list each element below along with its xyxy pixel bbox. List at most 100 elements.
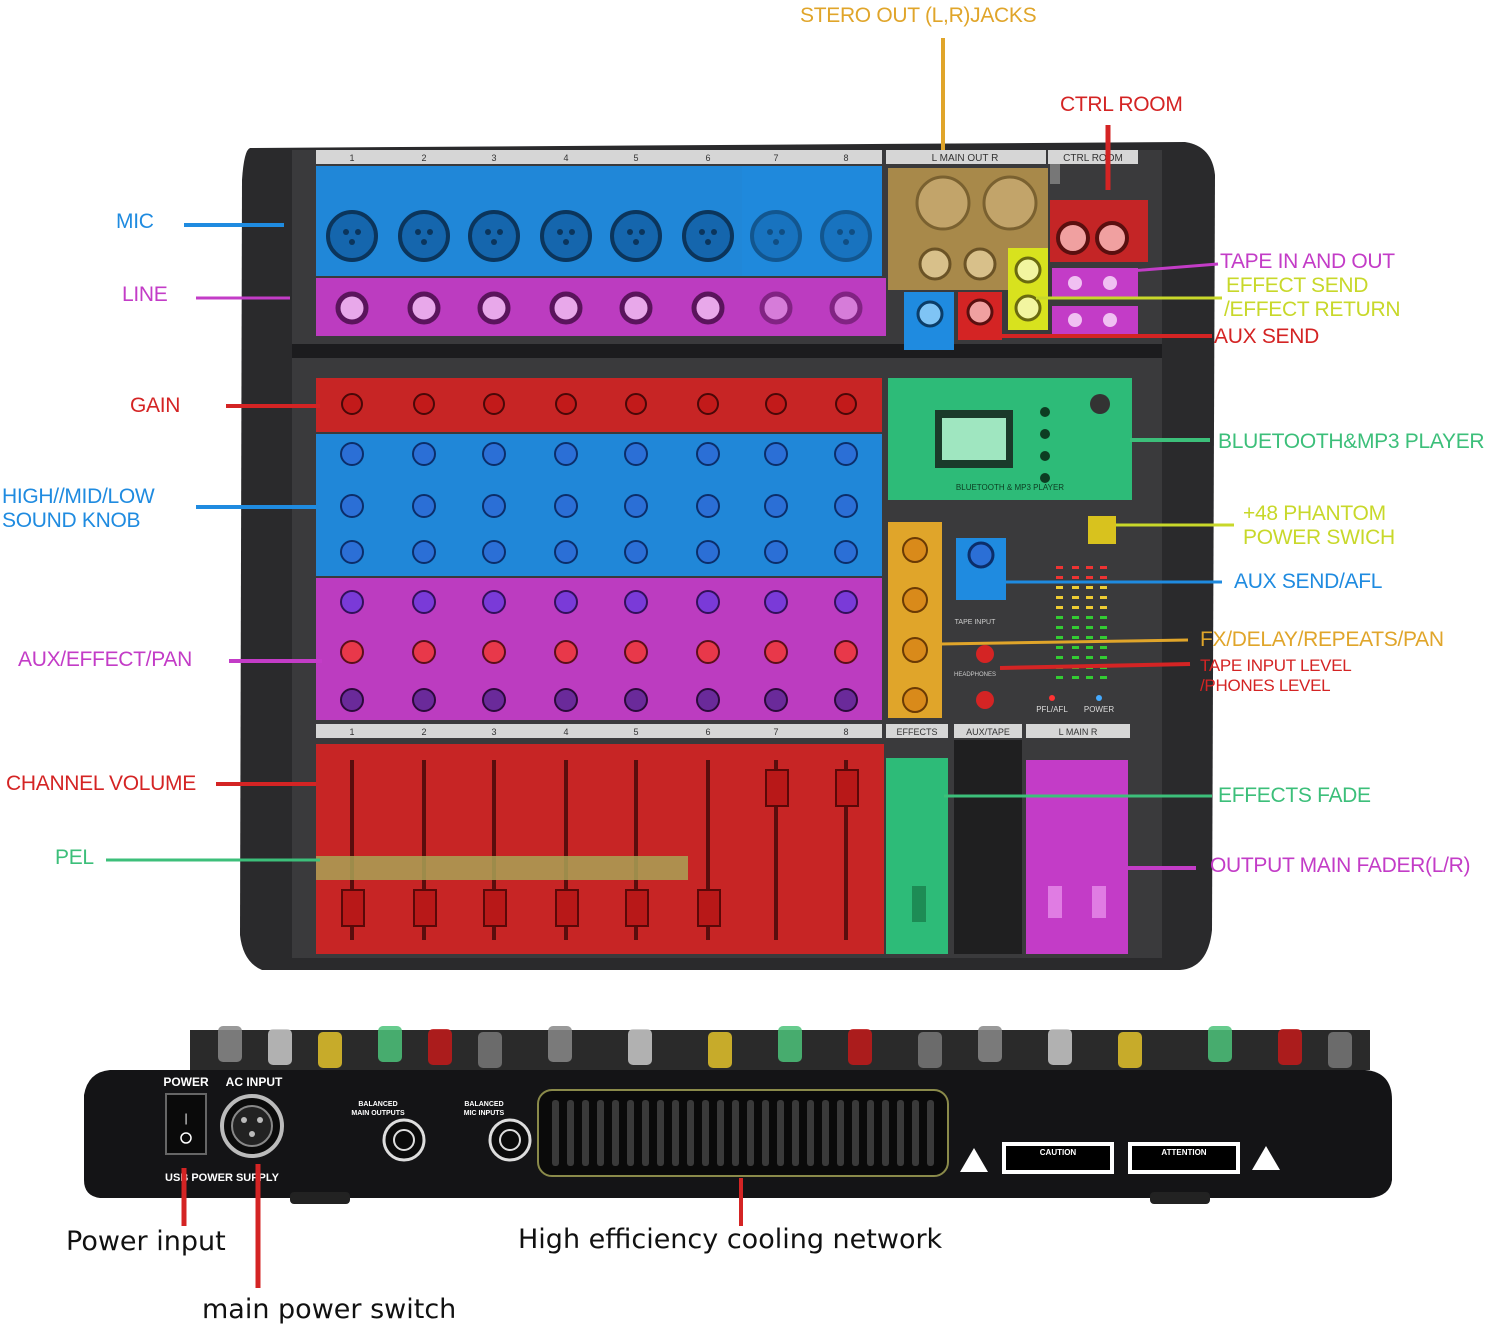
vent-slot	[672, 1100, 679, 1166]
line-jack	[829, 291, 863, 325]
gain-knob	[555, 393, 577, 415]
channel-fader	[697, 889, 721, 927]
pan-knob	[834, 688, 858, 712]
rear-knob	[428, 1029, 452, 1065]
bal-mic-1: BALANCED	[464, 1101, 503, 1108]
meter-led	[1072, 656, 1079, 659]
fx-knob	[834, 640, 858, 664]
meter-led	[1072, 576, 1079, 579]
eq-knob	[554, 494, 578, 518]
meter-led	[1100, 626, 1107, 629]
channel-fader	[413, 889, 437, 927]
effects-text: EFFECTS	[896, 727, 937, 737]
eq-knob	[482, 540, 506, 564]
aux-knob	[764, 590, 788, 614]
attention-text: ATTENTION	[1161, 1148, 1206, 1157]
xlr-jack	[610, 210, 662, 262]
effects-knob	[902, 587, 928, 613]
eq-knob	[764, 442, 788, 466]
bal-main-1: BALANCED	[358, 1101, 397, 1108]
pfl-afl-text: PFL/AFL	[1036, 705, 1068, 714]
meter-led	[1100, 656, 1107, 659]
meter-led	[1072, 586, 1079, 589]
meter-led	[1100, 596, 1107, 599]
vent-slot	[612, 1100, 619, 1166]
meter-led	[1100, 676, 1107, 679]
eq-knob	[624, 494, 648, 518]
bt-title: BLUETOOTH & MP3 PLAYER	[956, 483, 1064, 492]
rear-knob	[1208, 1026, 1232, 1062]
channel-volume-section	[316, 744, 884, 954]
label-pel: PEL	[55, 846, 94, 869]
label-bluetooth: BLUETOOTH&MP3 PLAYER	[1218, 430, 1485, 453]
rear-knob	[1118, 1032, 1142, 1068]
eq-knob	[554, 442, 578, 466]
meter-led	[1086, 566, 1093, 569]
pan-knob	[696, 688, 720, 712]
vent-slot	[627, 1100, 634, 1166]
fx-knob	[482, 640, 506, 664]
bal-mic-2: MIC INPUTS	[464, 1110, 505, 1117]
label-stereo-out: STERO OUT (L,R)JACKS	[800, 4, 1037, 27]
channel-number: 7	[773, 727, 778, 737]
tape-leader	[1117, 262, 1219, 274]
meter-led	[1056, 676, 1063, 679]
rear-knob	[268, 1029, 292, 1065]
tape-level-leader	[999, 662, 1191, 670]
meter-led	[1086, 676, 1093, 679]
fx-delay-leader	[939, 638, 1189, 646]
label-gain: GAIN	[130, 394, 181, 417]
meter-led	[1056, 616, 1063, 619]
channel-fader	[555, 889, 579, 927]
meter-led	[1072, 596, 1079, 599]
fx-knob	[412, 640, 436, 664]
channel-fader	[835, 769, 859, 807]
meter-led	[1056, 626, 1063, 629]
vent-slot	[567, 1100, 574, 1166]
vent-slot	[822, 1100, 829, 1166]
fx-knob	[554, 640, 578, 664]
bal-main-2: MAIN OUTPUTS	[351, 1110, 405, 1117]
meter-led	[1056, 576, 1063, 579]
channel-number: 2	[421, 727, 426, 737]
xlr-jack	[326, 210, 378, 262]
channel-number: 2	[421, 153, 426, 163]
cooling-vent	[537, 1089, 949, 1177]
label-phantom-2: POWER SWICH	[1243, 526, 1395, 549]
meter-led	[1056, 586, 1063, 589]
channel-number: 6	[705, 727, 710, 737]
xlr-jack	[750, 210, 802, 262]
line-jack	[407, 291, 441, 325]
eq-knob	[696, 540, 720, 564]
vent-slot	[897, 1100, 904, 1166]
channel-number: 8	[843, 727, 848, 737]
channel-header	[316, 150, 1138, 164]
rear-knob	[1328, 1032, 1352, 1068]
eq-knob	[764, 540, 788, 564]
rear-knob	[628, 1029, 652, 1065]
vent-slot	[747, 1100, 754, 1166]
meter-led	[1086, 636, 1093, 639]
vent-slot	[837, 1100, 844, 1166]
meter-led	[1086, 576, 1093, 579]
aux-knob	[482, 590, 506, 614]
channel-fader	[625, 889, 649, 927]
label-line: LINE	[122, 283, 168, 306]
rear-knob	[848, 1029, 872, 1065]
gain-knob	[625, 393, 647, 415]
meter-led	[1072, 636, 1079, 639]
channel-number: 5	[633, 727, 638, 737]
vent-slot	[852, 1100, 859, 1166]
rear-knob	[318, 1032, 342, 1068]
eq-knob	[340, 442, 364, 466]
channel-number: 1	[349, 153, 354, 163]
vent-slot	[762, 1100, 769, 1166]
eq-knob	[834, 494, 858, 518]
rear-ac-input-text: AC INPUT	[226, 1075, 283, 1089]
rear-knob	[918, 1032, 942, 1068]
meter-led	[1100, 586, 1107, 589]
vent-slot	[882, 1100, 889, 1166]
rear-knob	[708, 1032, 732, 1068]
aux-knob	[340, 590, 364, 614]
